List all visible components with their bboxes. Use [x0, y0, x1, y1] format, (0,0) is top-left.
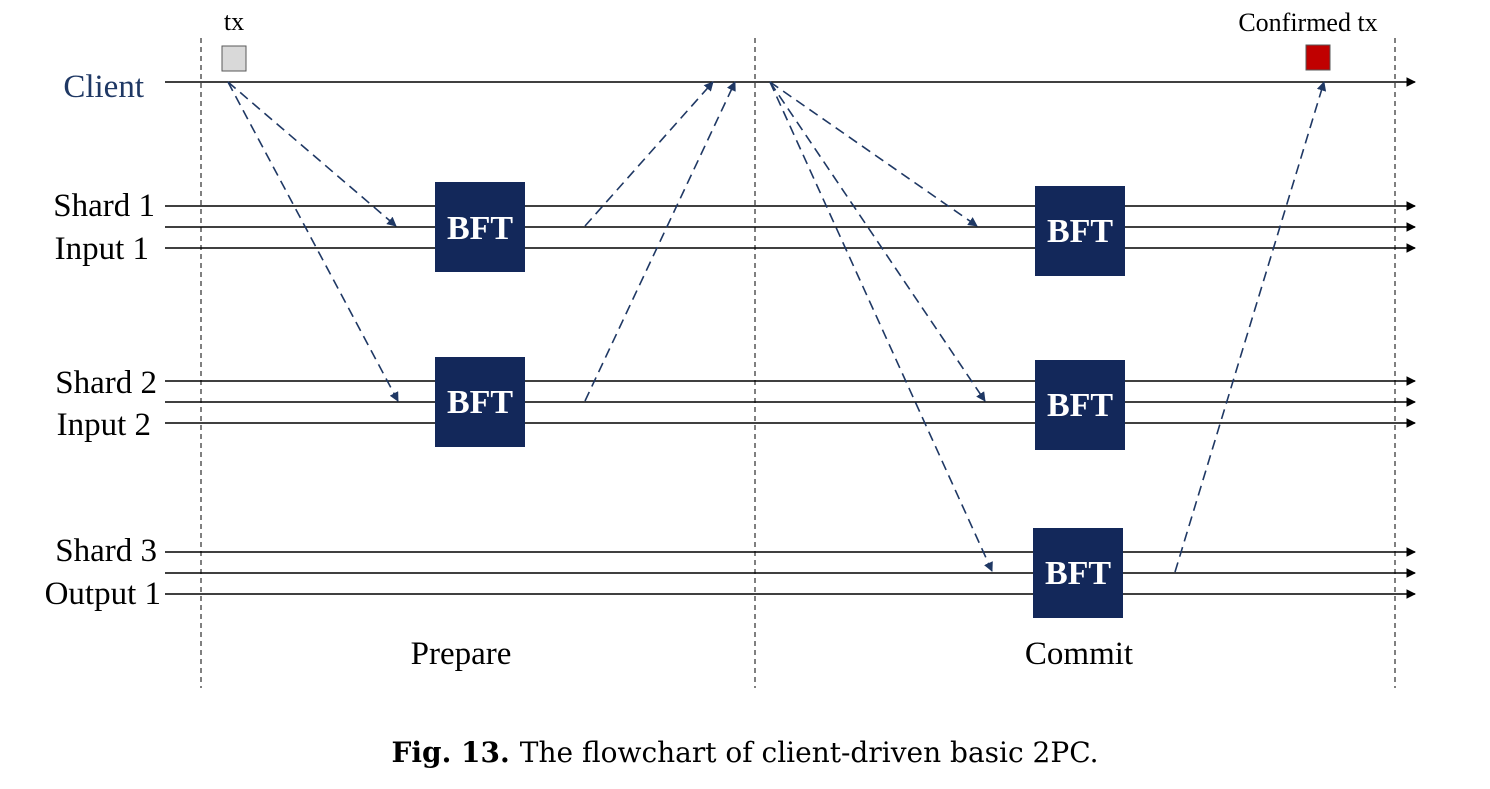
output1-label: Output 1: [45, 576, 161, 612]
tx-box: [221, 45, 247, 72]
bft-box-commit-shard2: BFT: [1035, 360, 1125, 450]
commit-request-shard3-arrow: [769, 81, 993, 572]
bft-box-prepare-shard1: BFT: [435, 182, 525, 272]
confirm-reply-arrow: [1174, 81, 1327, 573]
prepare-reply-shard1-arrow: [584, 81, 714, 227]
caption-prefix: Fig. 13.: [391, 736, 510, 769]
shard2-label: Shard 2: [55, 365, 157, 401]
figure-caption: Fig. 13. The flowchart of client-driven b…: [0, 736, 1490, 769]
commit-request-shard2-arrow: [769, 81, 986, 402]
prepare-request-shard2-arrow: [227, 81, 399, 402]
bft-label: BFT: [1047, 213, 1113, 250]
bft-label: BFT: [447, 210, 513, 247]
commit-request-shard1-arrow: [769, 81, 978, 227]
prepare-reply-shard2-arrow: [584, 81, 736, 402]
bft-label: BFT: [447, 384, 513, 421]
prepare-request-shard1-arrow: [227, 81, 397, 227]
confirmed-tx-box: [1305, 44, 1331, 71]
bft-label: BFT: [1047, 387, 1113, 424]
caption-text: The flowchart of client-driven basic 2PC…: [519, 736, 1099, 769]
bft-box-commit-shard1: BFT: [1035, 186, 1125, 276]
flowchart-diagram: BFT BFT BFT BFT BFT tx Confirmed tx Clie…: [45, 7, 1416, 688]
bft-box-prepare-shard2: BFT: [435, 357, 525, 447]
bft-box-commit-shard3: BFT: [1033, 528, 1123, 618]
bft-label: BFT: [1045, 555, 1111, 592]
confirmed-tx-label: Confirmed tx: [1238, 8, 1377, 37]
shard1-label: Shard 1: [53, 188, 155, 224]
shard3-label: Shard 3: [55, 533, 157, 569]
prepare-phase-label: Prepare: [411, 636, 512, 672]
input1-label: Input 1: [55, 231, 149, 267]
client-label: Client: [63, 69, 144, 105]
input2-label: Input 2: [57, 407, 151, 443]
commit-phase-label: Commit: [1025, 636, 1133, 672]
tx-label: tx: [224, 7, 244, 36]
